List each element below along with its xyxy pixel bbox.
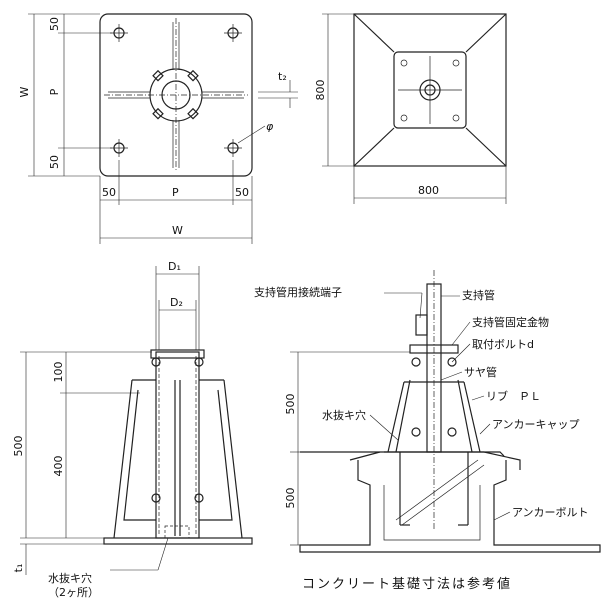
base-plate-outline	[99, 13, 253, 177]
dim-500-side: 500	[12, 436, 25, 457]
dim-edge-right: 50	[235, 186, 249, 199]
dim-500-upper: 500	[284, 394, 297, 415]
dim-width-horizontal: W	[172, 224, 183, 237]
dim-t2: t₂	[278, 70, 287, 83]
dim-d2: D₂	[170, 296, 183, 309]
pipe-flange	[149, 68, 203, 122]
label-bolt: 取付ボルトd	[472, 338, 534, 351]
plan-view-foundation: 800 800	[314, 13, 507, 204]
foundation-plate	[393, 51, 467, 129]
label-drain-count: （2ヶ所）	[48, 586, 99, 599]
dim-100: 100	[52, 362, 65, 383]
label-drain-side: 水抜キ穴	[48, 571, 92, 585]
label-drain-section: 水抜キ穴	[322, 408, 366, 422]
label-rib: リブ ＰＬ	[486, 389, 541, 403]
plan-view-base-plate: 50 P 50 W 50 P 50 W t₂ φ	[18, 13, 298, 244]
dim-edge-top: 50	[48, 17, 61, 31]
dim-pitch-horizontal: P	[172, 186, 179, 199]
label-support-pipe: 支持管	[462, 288, 495, 302]
dim-800-vertical: 800	[314, 80, 327, 101]
dim-500-lower: 500	[284, 488, 297, 509]
side-pipe	[155, 351, 200, 539]
side-view: D₁ D₂ 100 400 500 t₁	[12, 260, 253, 599]
section-view: 500 500 支持管用接続端子 支持管 支持管固定金物 取付ボルトd サヤ管 …	[254, 270, 601, 553]
bolt-hole	[110, 24, 128, 42]
label-fixture: 支持管固定金物	[472, 315, 549, 329]
foundation-outline	[353, 13, 507, 167]
dim-pitch-vertical: P	[48, 88, 61, 95]
dim-t1: t₁	[12, 564, 25, 573]
bolt-hole	[110, 139, 128, 157]
reference-note: コンクリート基礎寸法は参考値	[302, 576, 512, 592]
label-connector: 支持管用接続端子	[254, 285, 342, 299]
side-base-plate	[103, 537, 253, 545]
dim-400: 400	[52, 456, 65, 477]
dim-hole-diameter: φ	[266, 120, 274, 133]
dim-edge-bottom: 50	[48, 155, 61, 169]
bolt-hole	[224, 139, 242, 157]
pipe-bore	[161, 80, 191, 110]
dim-d1: D₁	[168, 260, 181, 273]
bolt-hole	[224, 24, 242, 42]
dim-width-vertical: W	[18, 86, 31, 97]
label-sleeve: サヤ管	[464, 365, 497, 379]
dim-800-horizontal: 800	[418, 184, 439, 197]
dim-edge-left: 50	[102, 186, 116, 199]
label-anchor-cap: アンカーキャップ	[492, 418, 580, 431]
label-anchor-bolt: アンカーボルト	[512, 506, 589, 519]
